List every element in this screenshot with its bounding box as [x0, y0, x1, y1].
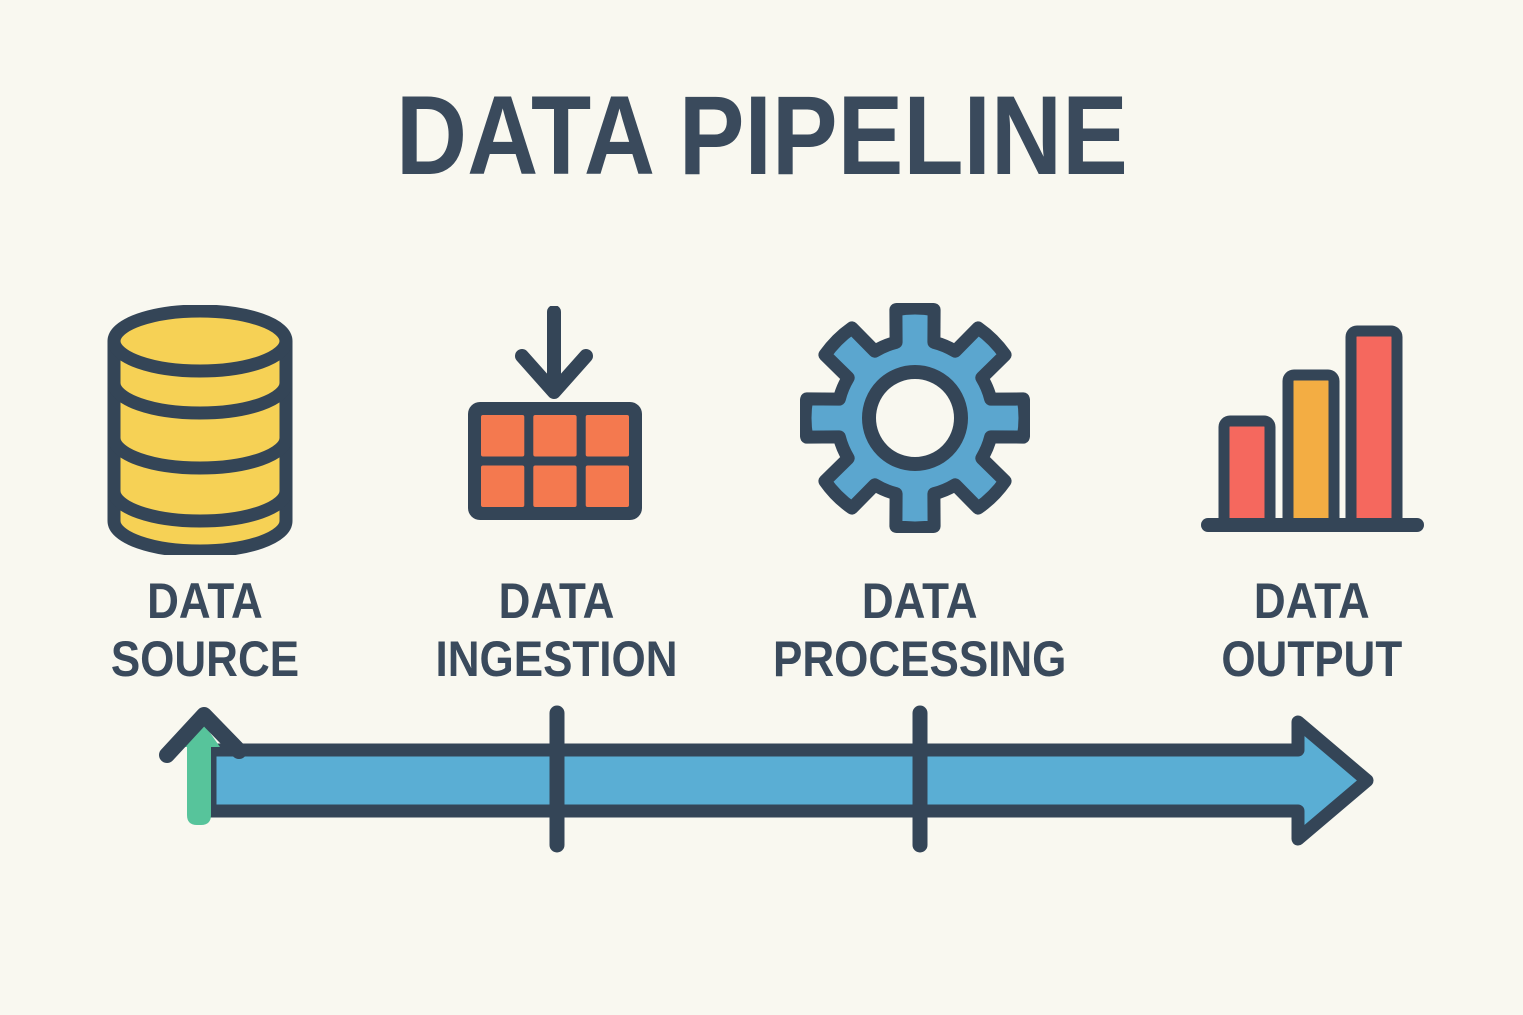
- grid-cell: [533, 465, 577, 507]
- database-band-divider: [107, 437, 293, 475]
- stage-label-line: DATA: [147, 573, 263, 629]
- page-title: DATA PIPELINE: [0, 80, 1523, 192]
- page-title-text: DATA PIPELINE: [395, 73, 1128, 198]
- bar-medium: [1282, 369, 1340, 532]
- stage-label-line: DATA: [499, 573, 615, 629]
- stage-label-data-ingestion: DATA INGESTION: [382, 572, 732, 688]
- stage-label-line: DATA: [862, 573, 978, 629]
- stage-label-data-output: DATA OUTPUT: [1137, 572, 1487, 688]
- start-up-arrow-icon: [178, 717, 220, 825]
- timeline-arrow-body: [203, 715, 1374, 846]
- gear-icon: [800, 303, 1030, 533]
- bar-tall: [1345, 325, 1403, 532]
- grid-cell: [533, 415, 577, 457]
- grid-cell: [585, 415, 629, 457]
- bar-short: [1218, 415, 1276, 532]
- table-ingestion-icon: [468, 306, 642, 520]
- database-band-divider: [107, 490, 293, 528]
- stage-label-data-processing: DATA PROCESSING: [745, 572, 1095, 688]
- stage-label-line: DATA: [1254, 573, 1370, 629]
- down-arrow-head: [515, 349, 593, 399]
- table-grid: [468, 402, 642, 520]
- grid-cell: [481, 415, 525, 457]
- stage-label-data-source: DATA SOURCE: [30, 572, 380, 688]
- pipeline-timeline: [159, 705, 1374, 853]
- stage-label-line: SOURCE: [110, 631, 300, 687]
- database-band-divider: [107, 382, 293, 420]
- bar-chart-icon: [1201, 325, 1424, 532]
- gear-hole: [862, 365, 968, 471]
- database-body: [107, 341, 293, 555]
- stage-label-line: PROCESSING: [773, 631, 1067, 687]
- start-arrow-chevron: [159, 707, 247, 763]
- grid-cell: [585, 465, 629, 507]
- stage-label-line: INGESTION: [435, 631, 679, 687]
- database-top: [107, 305, 293, 378]
- stage-label-line: OUTPUT: [1221, 631, 1403, 687]
- grid-cell: [481, 465, 525, 507]
- database-icon: [107, 305, 293, 555]
- down-arrow-icon: [515, 306, 593, 399]
